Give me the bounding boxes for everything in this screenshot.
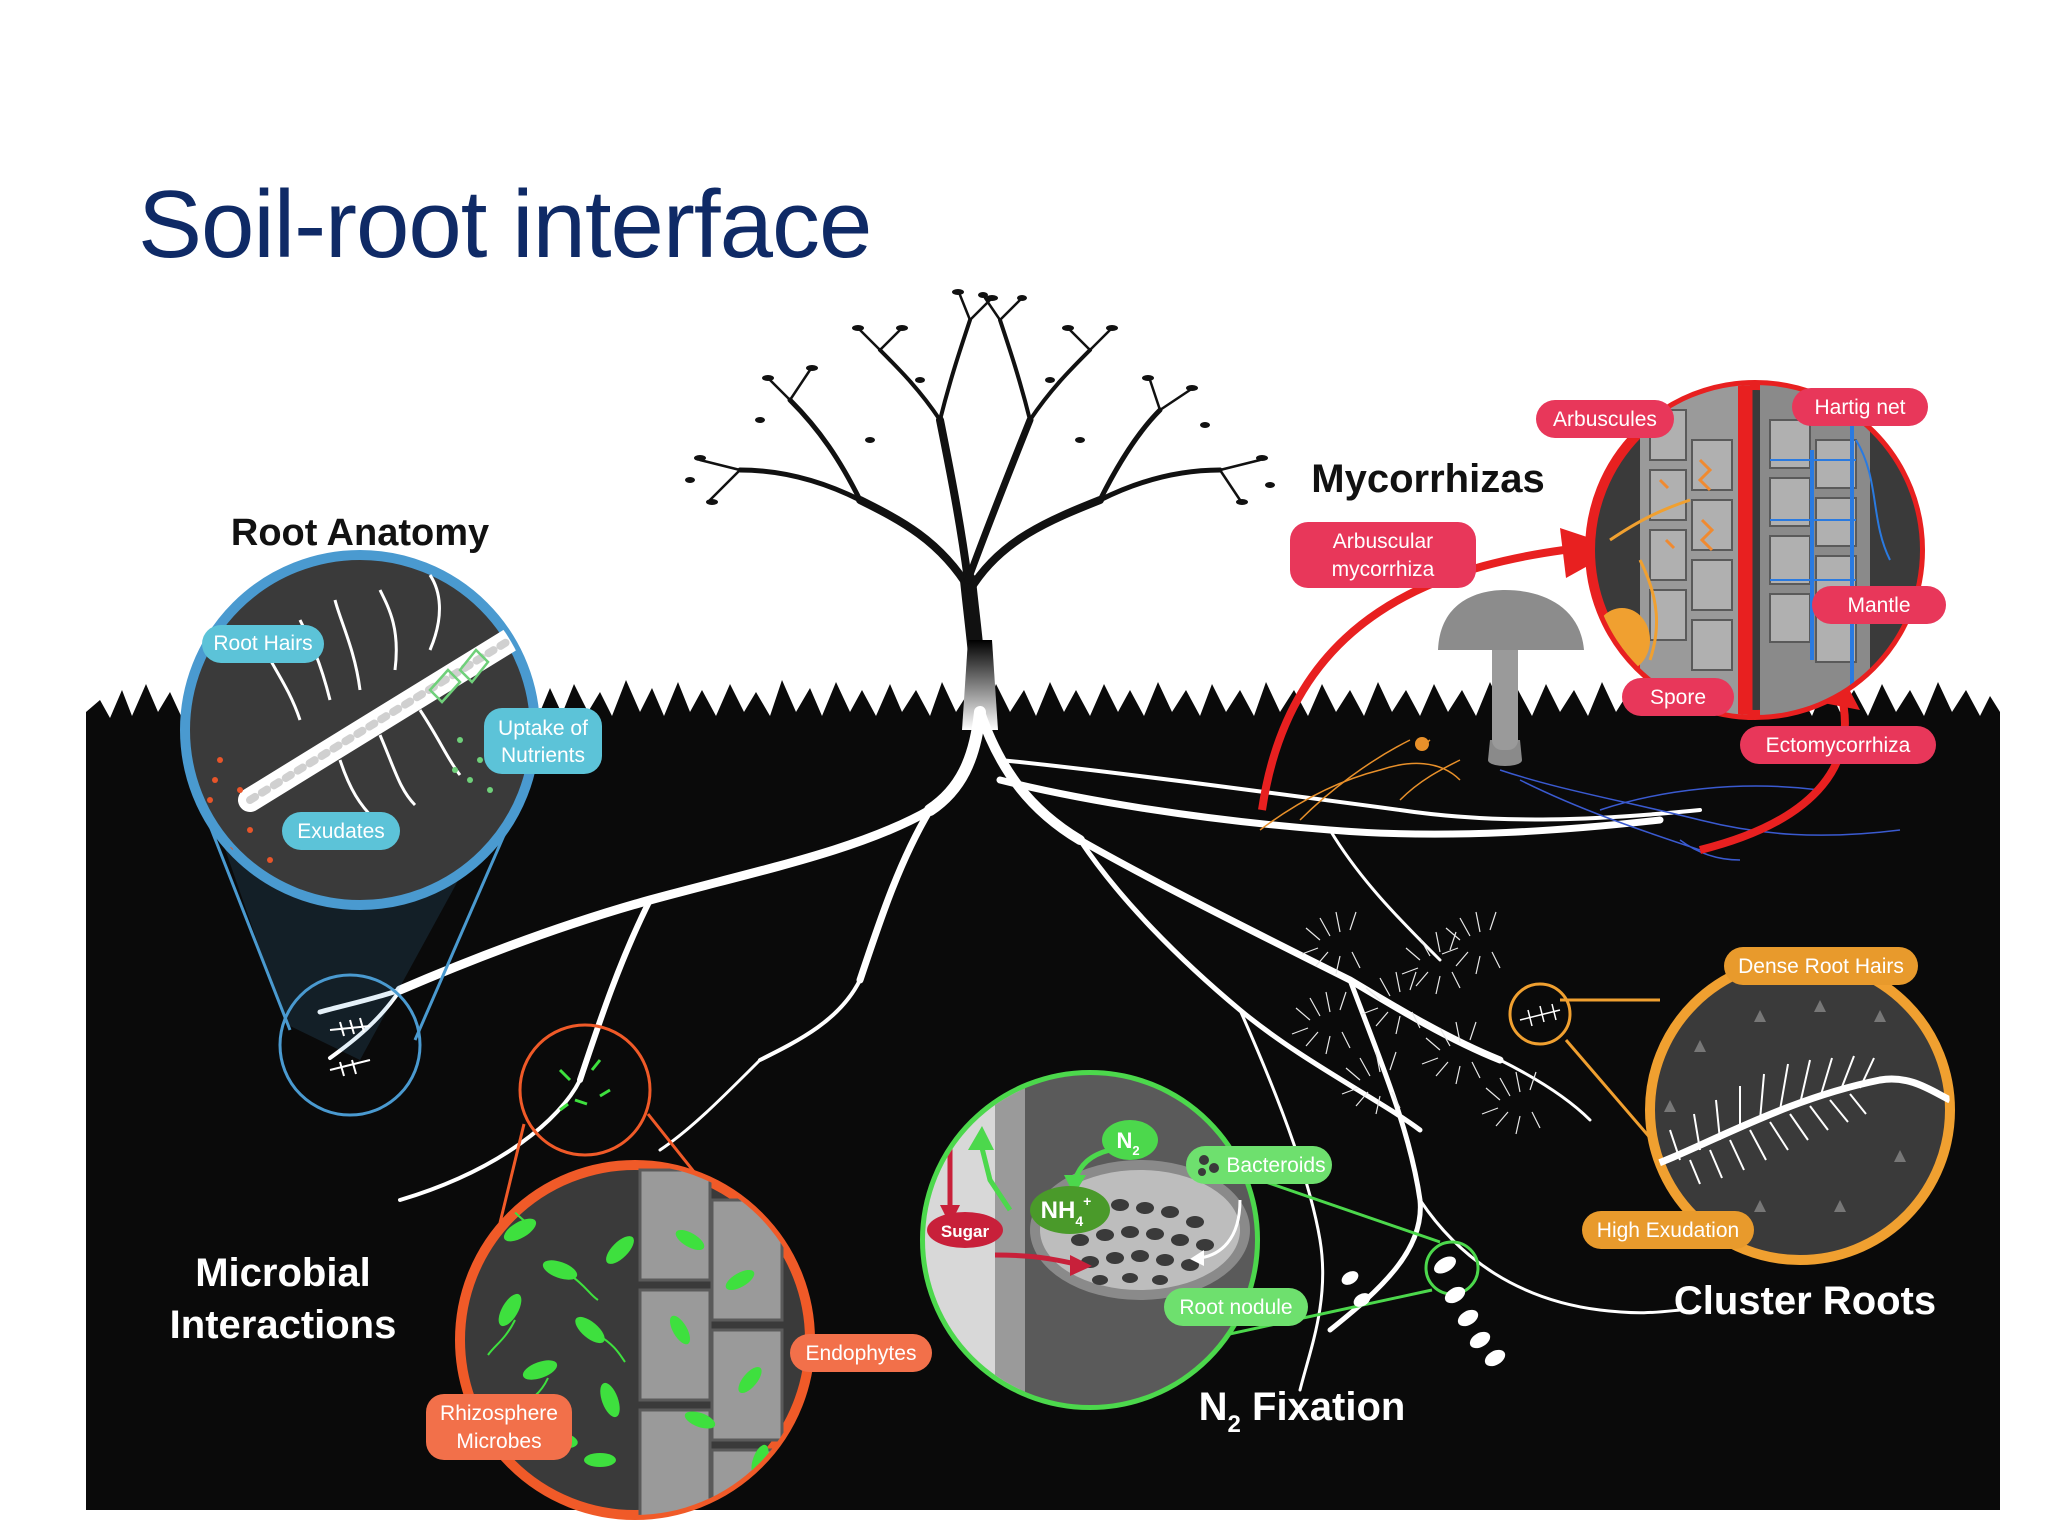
endophytes-text: Endophytes <box>806 1342 917 1365</box>
root-hairs-text: Root Hairs <box>213 632 312 655</box>
microbial-title-1: Microbial <box>195 1251 371 1295</box>
high-exudation-text: High Exudation <box>1597 1219 1739 1242</box>
bacteroids-label: Bacteroids <box>1186 1146 1332 1184</box>
root-hairs-label: Root Hairs <box>202 625 324 663</box>
spore-label: Spore <box>1622 678 1734 716</box>
n2-fixation-title: N2 Fixation <box>1199 1385 1406 1438</box>
root-nodule-text: Root nodule <box>1179 1296 1292 1319</box>
n2-main: N <box>1116 1128 1132 1153</box>
uptake-text-2: Nutrients <box>501 744 585 767</box>
arbuscules-text: Arbuscules <box>1553 408 1657 431</box>
dense-root-hairs-text: Dense Root Hairs <box>1738 955 1904 978</box>
n2-fixation-n: N <box>1199 1385 1228 1429</box>
ectomycorrhiza-text: Ectomycorrhiza <box>1766 734 1911 757</box>
root-system <box>317 706 1702 1392</box>
nh4-sup: + <box>1083 1193 1091 1209</box>
mantle-label: Mantle <box>1812 586 1946 624</box>
n2-text: N2 <box>1116 1128 1139 1158</box>
cluster-roots-title: Cluster Roots <box>1674 1279 1936 1323</box>
uptake-text-1: Uptake of <box>498 717 588 740</box>
rhizosphere-text-1: Rhizosphere <box>440 1402 558 1425</box>
root-nodule-label: Root nodule <box>1164 1288 1308 1326</box>
n2-sub: 2 <box>1132 1143 1139 1158</box>
rhizosphere-text-2: Microbes <box>456 1430 541 1453</box>
slide-title: Soil-root interface <box>138 171 872 278</box>
fungal-hyphae <box>1259 737 1901 861</box>
rhizosphere-label: Rhizosphere Microbes <box>426 1394 572 1460</box>
ectomycorrhiza-label: Ectomycorrhiza <box>1740 726 1936 764</box>
microbial-title-2: Interactions <box>170 1303 397 1347</box>
hartig-net-label: Hartig net <box>1792 388 1928 426</box>
high-exudation-label: High Exudation <box>1582 1211 1754 1249</box>
nh4-text: NH4+ <box>1041 1193 1092 1229</box>
hartig-net-text: Hartig net <box>1814 396 1905 419</box>
exudates-text: Exudates <box>297 820 385 843</box>
nh4-main: NH <box>1041 1197 1076 1224</box>
root-anatomy-title: Root Anatomy <box>231 512 489 554</box>
n2-fixation-sub: 2 <box>1228 1411 1241 1438</box>
dense-root-hairs-label: Dense Root Hairs <box>1724 947 1918 985</box>
arbuscular-text-2: mycorrhiza <box>1332 558 1435 581</box>
nh4-sub: 4 <box>1075 1213 1083 1229</box>
mantle-text: Mantle <box>1847 594 1910 617</box>
tree-trunk <box>962 640 998 730</box>
arbuscular-text-1: Arbuscular <box>1333 530 1433 553</box>
arbuscules-label: Arbuscules <box>1536 400 1674 438</box>
mycorrhizas-title: Mycorrhizas <box>1311 457 1544 501</box>
arbuscular-mycorrhiza-label: Arbuscular mycorrhiza <box>1290 522 1476 588</box>
mushroom <box>1438 590 1584 766</box>
uptake-label: Uptake of Nutrients <box>484 708 602 774</box>
bacteroids-text: Bacteroids <box>1226 1154 1325 1177</box>
exudates-label: Exudates <box>282 812 400 850</box>
cluster-root-hairs <box>1291 911 1541 1135</box>
spore-text: Spore <box>1650 686 1706 709</box>
mycorrhizas-callout <box>1258 380 1925 854</box>
endophytes-label: Endophytes <box>790 1334 932 1372</box>
sugar-text: Sugar <box>941 1222 990 1241</box>
n2-fixation-rest: Fixation <box>1241 1385 1405 1429</box>
